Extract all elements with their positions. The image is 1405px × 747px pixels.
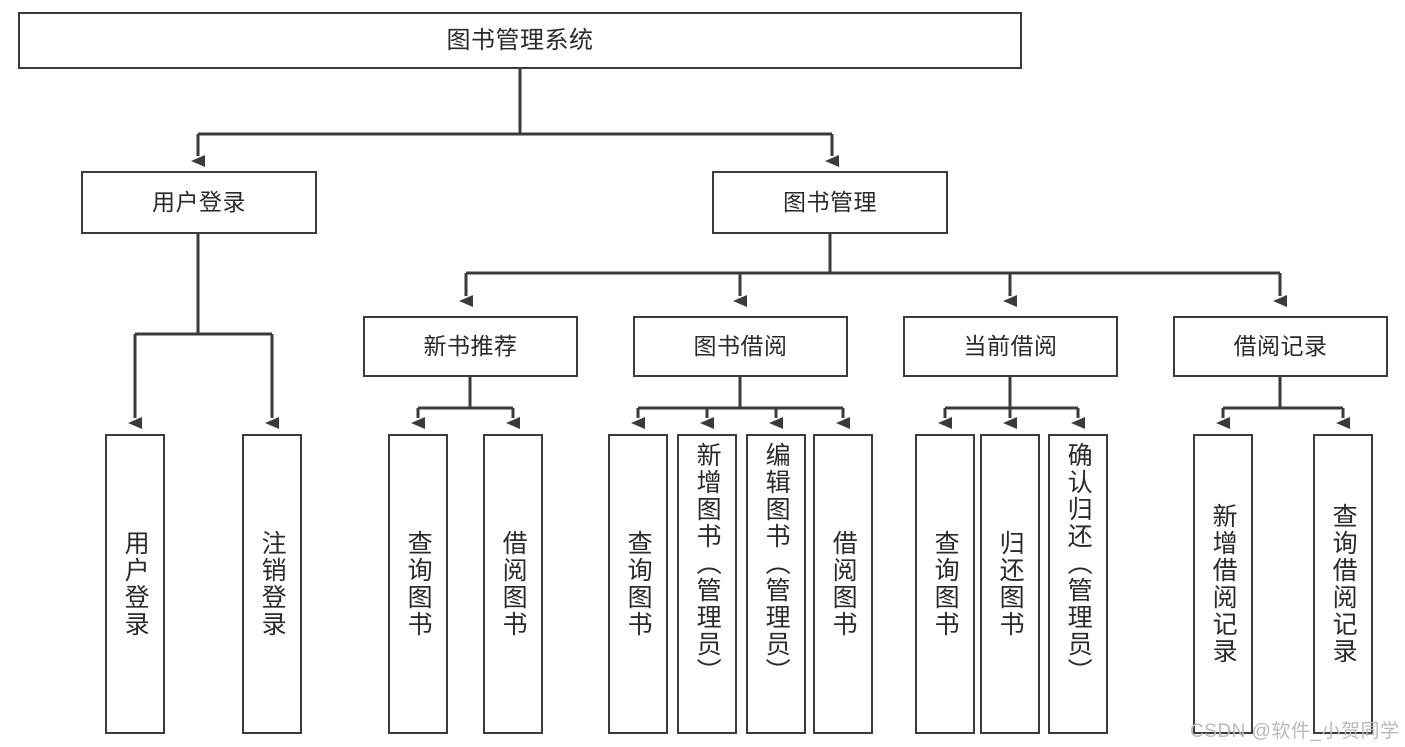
node-label: 新书推荐 bbox=[423, 333, 518, 360]
node-label: 借阅记录 bbox=[1233, 333, 1328, 360]
node-label: 图书管理系统 bbox=[446, 26, 594, 54]
leaf-book-borrow-borrow-book[interactable]: 借阅图书 bbox=[813, 434, 873, 734]
node-label: 查询图书 bbox=[931, 530, 960, 638]
leaf-borrow-record-query-record[interactable]: 查询借阅记录 bbox=[1313, 434, 1373, 734]
node-book-borrow[interactable]: 图书借阅 bbox=[633, 316, 848, 377]
node-label: 注销登录 bbox=[258, 530, 287, 638]
node-label: 图书管理 bbox=[783, 189, 877, 216]
leaf-current-borrow-return-book[interactable]: 归还图书 bbox=[980, 434, 1040, 734]
node-label: 当前借阅 bbox=[963, 333, 1058, 360]
node-label: 查询图书 bbox=[624, 530, 653, 638]
node-new-book-recommend[interactable]: 新书推荐 bbox=[363, 316, 578, 377]
leaf-book-borrow-edit-book-admin[interactable]: 编辑图书（管理员） bbox=[746, 434, 806, 734]
leaf-book-borrow-add-book-admin[interactable]: 新增图书（管理员） bbox=[677, 434, 737, 734]
leaf-current-borrow-query-book[interactable]: 查询图书 bbox=[915, 434, 975, 734]
node-root-book-management-system[interactable]: 图书管理系统 bbox=[18, 12, 1022, 69]
leaf-book-borrow-query-book[interactable]: 查询图书 bbox=[608, 434, 668, 734]
node-label: 用户登录 bbox=[152, 189, 246, 216]
leaf-current-borrow-confirm-return-admin[interactable]: 确认归还（管理员） bbox=[1048, 434, 1108, 734]
leaf-user-login-logout[interactable]: 注销登录 bbox=[242, 434, 302, 734]
csdn-watermark: CSDN @软件_小贺同学 bbox=[1190, 721, 1400, 742]
node-label: 新增图书（管理员） bbox=[693, 442, 722, 685]
node-label: 归还图书 bbox=[996, 530, 1025, 638]
node-borrow-record[interactable]: 借阅记录 bbox=[1173, 316, 1388, 377]
node-current-borrow[interactable]: 当前借阅 bbox=[903, 316, 1118, 377]
leaf-new-book-query-book[interactable]: 查询图书 bbox=[388, 434, 448, 734]
leaf-borrow-record-add-record[interactable]: 新增借阅记录 bbox=[1193, 434, 1253, 734]
node-label: 用户登录 bbox=[121, 530, 150, 638]
node-book-management[interactable]: 图书管理 bbox=[712, 171, 948, 234]
node-label: 图书借阅 bbox=[693, 333, 788, 360]
node-label: 编辑图书（管理员） bbox=[762, 442, 791, 685]
node-label: 查询借阅记录 bbox=[1329, 503, 1358, 665]
node-label: 查询图书 bbox=[404, 530, 433, 638]
leaf-new-book-borrow-book[interactable]: 借阅图书 bbox=[483, 434, 543, 734]
node-label: 确认归还（管理员） bbox=[1064, 442, 1093, 685]
node-label: 借阅图书 bbox=[499, 530, 528, 638]
node-label: 借阅图书 bbox=[829, 530, 858, 638]
node-user-login[interactable]: 用户登录 bbox=[81, 171, 317, 234]
node-label: 新增借阅记录 bbox=[1209, 503, 1238, 665]
leaf-user-login-login[interactable]: 用户登录 bbox=[105, 434, 165, 734]
